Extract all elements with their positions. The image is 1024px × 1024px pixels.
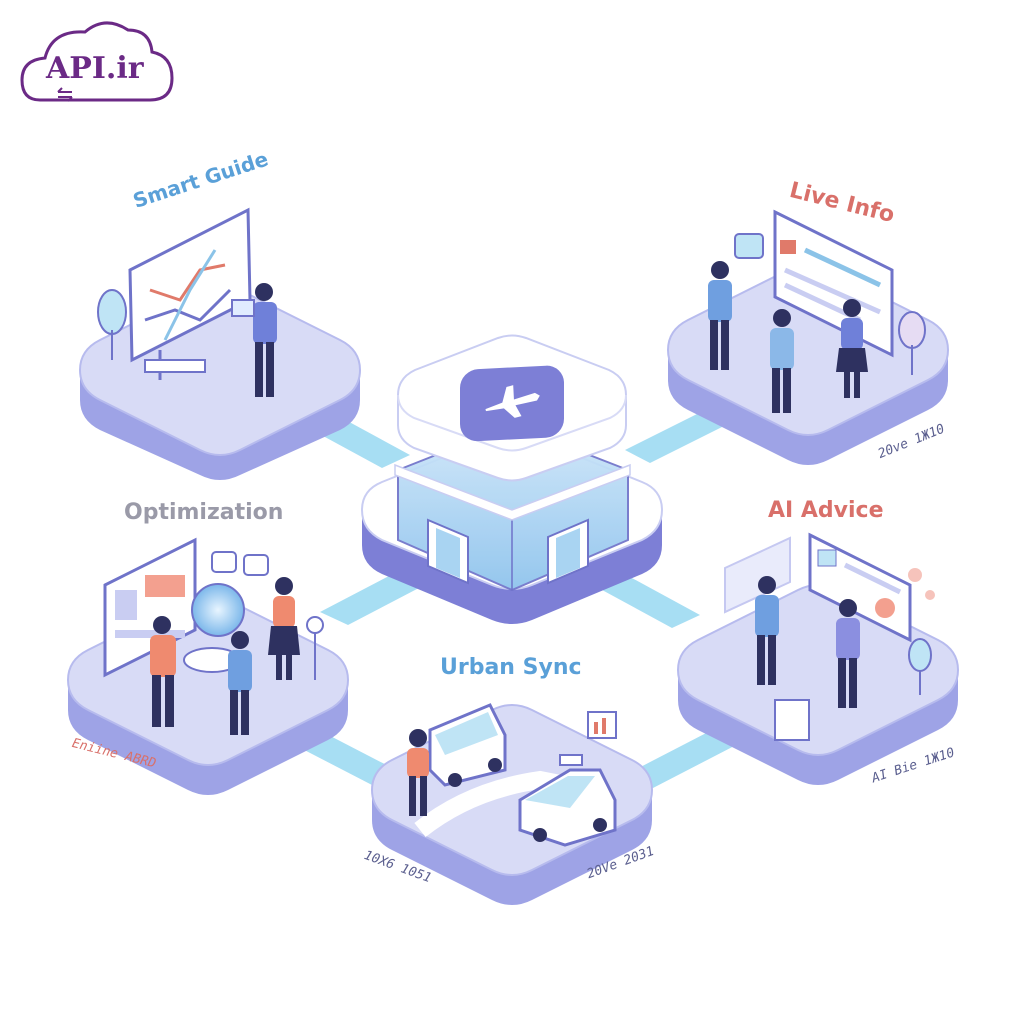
tree (898, 311, 926, 349)
person-icon (268, 577, 300, 680)
taxi-icon (518, 754, 617, 847)
person-icon (228, 631, 252, 735)
info-screen (773, 209, 894, 358)
node-title-ai-advice: AI Advice (768, 498, 884, 523)
central-hub (360, 334, 664, 624)
platform-live-info (666, 209, 950, 465)
platform-smart-guide (78, 207, 362, 480)
person-icon (231, 283, 277, 397)
person-icon (770, 309, 794, 413)
platform-optimization (66, 537, 350, 795)
hologram-globe (191, 583, 245, 637)
airplane-icon (485, 385, 540, 418)
tree (908, 638, 932, 672)
connector-urban-right (625, 730, 740, 788)
person-icon (150, 616, 176, 727)
platform-ai-advice (676, 532, 960, 785)
node-title-optimization: Optimization (124, 500, 284, 525)
tree (97, 289, 127, 335)
node-title-urban-sync: Urban Sync (440, 655, 582, 680)
logo-cloud-icon (20, 21, 174, 102)
person-icon (836, 299, 868, 398)
platform-urban-sync (370, 703, 654, 905)
logo-text[interactable]: API.ir (46, 51, 144, 86)
person-icon (708, 261, 732, 370)
person-icon (755, 576, 779, 685)
van-icon (428, 703, 507, 787)
person-icon (407, 729, 429, 816)
person-icon (836, 599, 860, 708)
